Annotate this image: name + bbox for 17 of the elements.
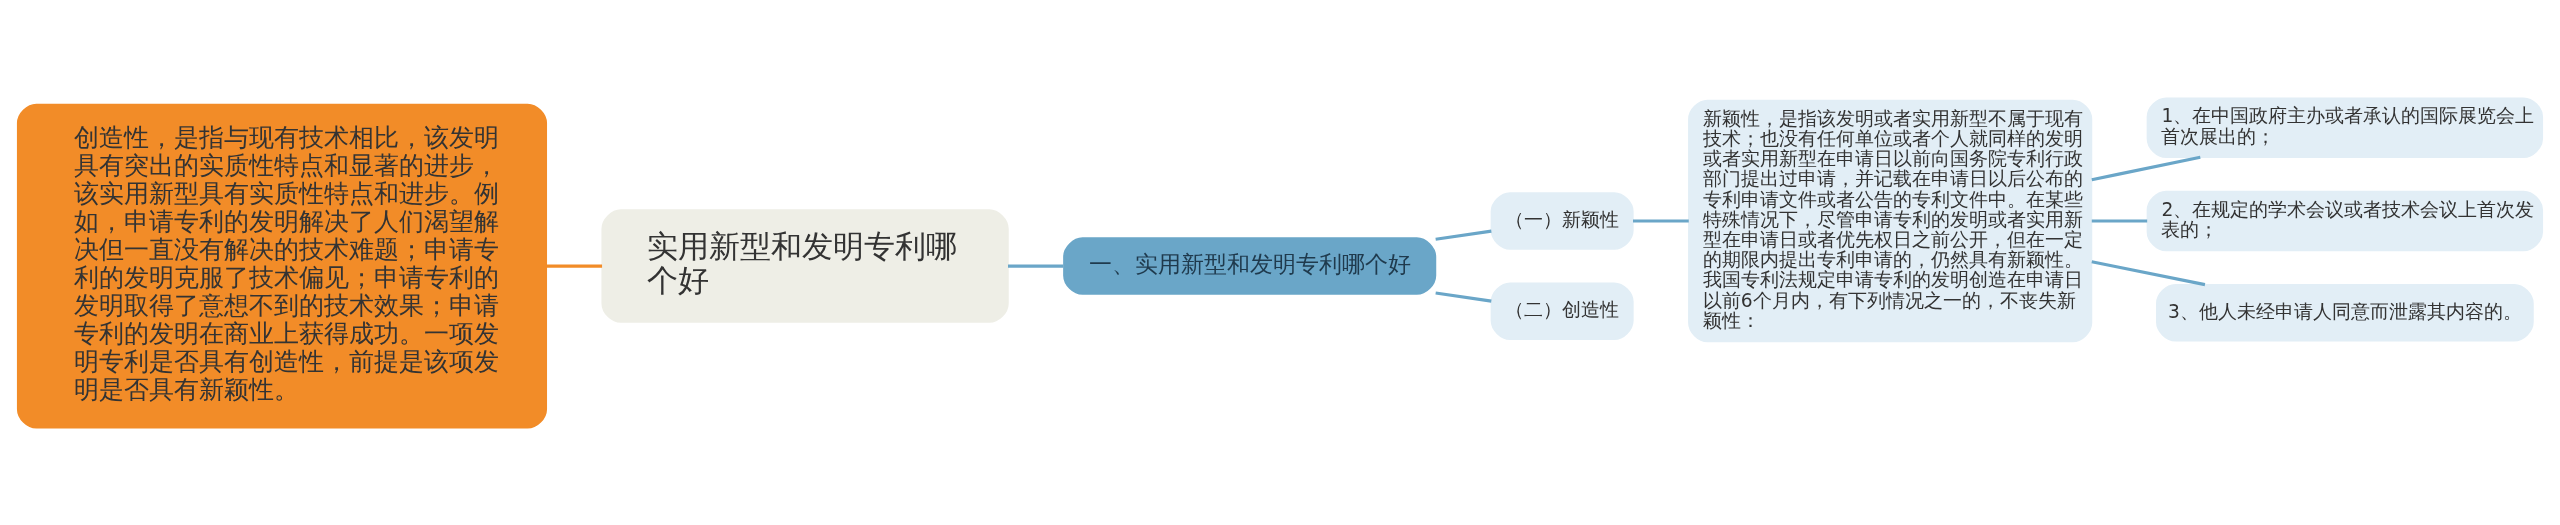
node-box: 实用新型和发明专利哪个好 — [601, 208, 1009, 323]
node-box: 2、在规定的学术会议或者技术会议上首次发表的； — [2146, 190, 2544, 251]
node-box: 创造性，是指与现有技术相比，该发明具有突出的实质性特点和显著的进步，该实用新型具有实质性特点和进步。例如，申请专利的发明解决了人们渴望解决但一直没有解决的技术难题；申请专利的发明克服了技术偏见；申请专利的发明取得了意想不到的技术效果；申请专利的发明在商业上获得成功。一项发明专利是否具有创造性，前提是该项发明是否具有新颖性。 — [16, 103, 548, 429]
node-box: （一）新颖性 — [1490, 191, 1634, 250]
node-box: 新颖性，是指该发明或者实用新型不属于现有技术；也没有任何单位或者个人就同样的发明或者实用新型在申请日以前向国务院专利行政部门提出过申请，并记载在申请日以后公布的专利申请文件或者公告的专利文件中。在某些特殊情况下，尽管申请专利的发明或者实用新型在申请日或者优先权日之前公开，但在一定的期限内提出专利申请的，仍然具有新颖性。我国专利法规定申请专利的发明创造在申请日以前6个月内，有下列情况之一的，不丧失新颖性： — [1688, 99, 2093, 342]
connector — [1008, 264, 1064, 268]
connector — [2091, 259, 2206, 286]
connector — [1435, 229, 1492, 241]
node-box: 一、实用新型和发明专利哪个好 — [1063, 236, 1437, 295]
connector — [2091, 218, 2148, 223]
node-box: 1、在中国政府主办或者承认的国际展览会上首次展出的； — [2146, 96, 2544, 158]
connector — [1435, 290, 1492, 303]
connector — [546, 264, 603, 268]
node-box: 3、他人未经申请人同意而泄露其内容的。 — [2156, 283, 2534, 341]
node-box: （二）创造性 — [1490, 281, 1634, 340]
connector — [2091, 155, 2201, 181]
connector — [1633, 218, 1689, 223]
